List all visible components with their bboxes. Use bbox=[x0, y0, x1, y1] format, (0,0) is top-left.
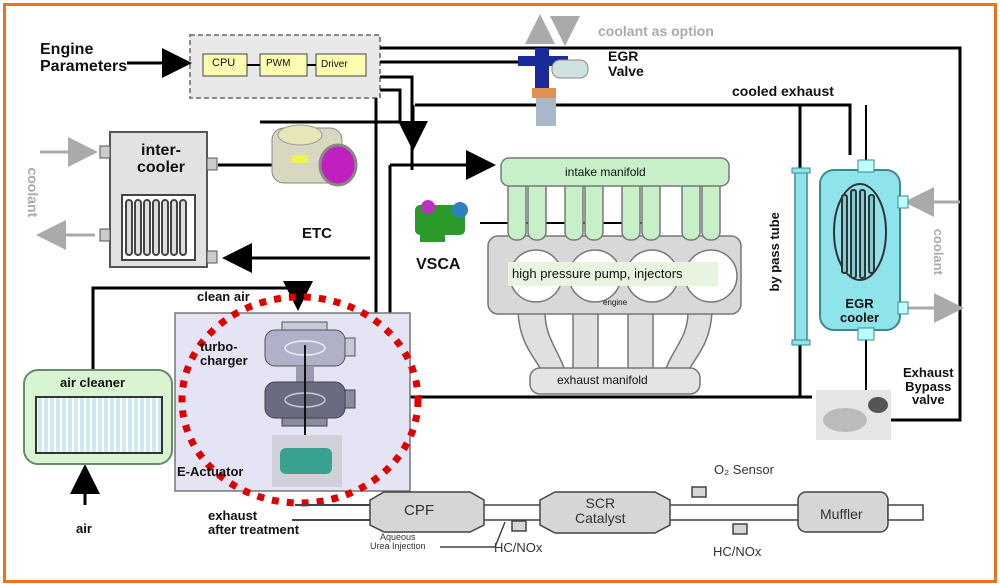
hc-nox-label-2: HC/NOx bbox=[713, 544, 762, 559]
intake-manifold-label: intake manifold bbox=[565, 165, 646, 179]
label-line: valve bbox=[912, 392, 945, 408]
label-line: Parameters bbox=[40, 57, 128, 75]
label-line: after treatment bbox=[208, 521, 300, 537]
coolant-as-option-label: coolant as option bbox=[598, 23, 714, 39]
turbocharger-label: turbo-charger bbox=[200, 340, 248, 367]
label-line: Urea Injection bbox=[370, 541, 426, 552]
clean-air-label: clean air bbox=[197, 289, 250, 304]
cpu-label: CPU bbox=[212, 57, 236, 69]
coolant-left-label: coolant bbox=[25, 167, 42, 218]
etc-label: ETC bbox=[302, 225, 332, 242]
o2-sensor-label: O₂ Sensor bbox=[714, 462, 774, 477]
hc-nox-label-1: HC/NOx bbox=[494, 540, 543, 555]
egr-valve bbox=[518, 48, 589, 126]
vsca bbox=[415, 200, 468, 242]
coolant-right-label: coolant bbox=[930, 228, 946, 275]
turbocharger-panel bbox=[174, 312, 411, 492]
cpf-label: CPF bbox=[404, 502, 434, 519]
label-line: turbo- bbox=[200, 339, 238, 354]
exhaust-manifold-label: exhaust manifold bbox=[557, 373, 648, 387]
label-line: SCR bbox=[585, 495, 616, 511]
label-line: Exhaust bbox=[903, 365, 954, 380]
label-line: Bypass bbox=[905, 378, 952, 394]
coolant-arrows bbox=[36, 14, 964, 323]
label-line: Catalyst bbox=[575, 509, 626, 526]
bypass-tube bbox=[791, 167, 811, 346]
label-line: Aqueous bbox=[380, 532, 416, 542]
bypass-tube-label: by pass tube bbox=[766, 212, 782, 292]
e-actuator-label: E-Actuator bbox=[177, 464, 244, 479]
label-line: Valve bbox=[608, 62, 644, 79]
hp-pump-label: high pressure pump, injectors bbox=[512, 266, 683, 281]
egr-cooler bbox=[819, 105, 909, 390]
label-line: inter- bbox=[141, 142, 181, 159]
exhaust-bypass-valve bbox=[816, 390, 891, 440]
etc-throttle bbox=[271, 124, 358, 187]
air-cleaner bbox=[23, 369, 173, 465]
label-line: charger bbox=[200, 352, 248, 368]
label-line: EGR bbox=[845, 296, 874, 311]
intercooler-label: inter-cooler bbox=[137, 142, 186, 177]
cooled-exhaust-label: cooled exhaust bbox=[732, 83, 834, 99]
driver-label: Driver bbox=[321, 59, 348, 70]
aftertreatment-line bbox=[292, 486, 924, 548]
air-cleaner-label: air cleaner bbox=[60, 375, 126, 390]
highlight-circle bbox=[178, 293, 422, 507]
muffler-label: Muffler bbox=[820, 506, 863, 522]
intercooler bbox=[99, 131, 218, 268]
label-line: cooler bbox=[137, 158, 186, 176]
air-label: air bbox=[76, 521, 92, 536]
label-line: exhaust bbox=[208, 508, 258, 523]
label-line: Engine bbox=[40, 41, 94, 58]
engine-block bbox=[487, 157, 742, 395]
diagram-frame bbox=[3, 3, 997, 583]
engine-label: engine bbox=[603, 298, 628, 307]
pwm-label: PWM bbox=[266, 58, 291, 69]
vsca-label: VSCA bbox=[416, 256, 461, 273]
label-line: cooler bbox=[840, 309, 880, 325]
label-line: EGR bbox=[608, 48, 639, 64]
